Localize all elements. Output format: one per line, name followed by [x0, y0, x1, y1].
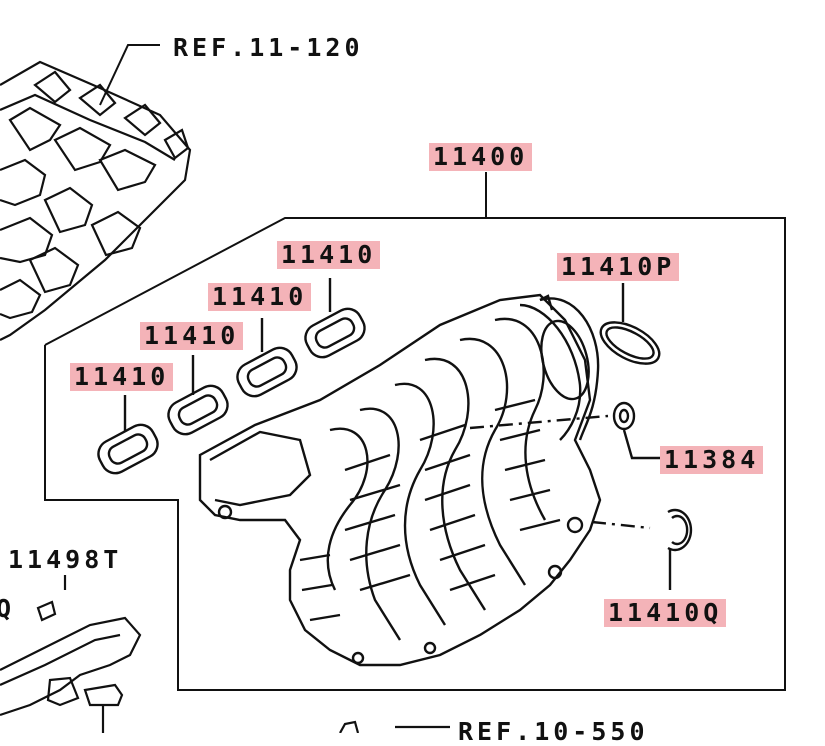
gasket-1-shape: [97, 423, 159, 475]
plug-shape: [469, 401, 660, 460]
assembly-frame: [44, 172, 786, 691]
part-label-11410Q[interactable]: 11410Q: [604, 599, 727, 627]
intake-manifold-drawing: [198, 293, 602, 667]
part-label-partial-q: Q: [0, 594, 16, 623]
gasket-3-shape: [236, 346, 298, 398]
part-label-11410-gasket-4[interactable]: 11410: [277, 241, 381, 269]
gasket-2-shape: [167, 384, 229, 436]
part-label-11384[interactable]: 11384: [660, 446, 764, 474]
gaskets: [97, 278, 366, 475]
cylinder-head-drawing: [0, 60, 192, 341]
part-label-11410-gasket-3[interactable]: 11410: [208, 283, 312, 311]
part-label-11410-gasket-1[interactable]: 11410: [70, 363, 174, 391]
part-label-11410P[interactable]: 11410P: [557, 253, 680, 281]
o-ring-p-shape: [599, 283, 661, 365]
part-label-11498T[interactable]: 11498T: [8, 545, 123, 574]
ref-bottom-label: REF.10-550: [458, 717, 649, 746]
o-ring-q-shape: [591, 508, 693, 590]
ref-top-label: REF.11-120: [173, 33, 364, 62]
part-label-11400[interactable]: 11400: [429, 143, 533, 171]
part-label-11410-gasket-2[interactable]: 11410: [140, 322, 244, 350]
gasket-4-shape: [304, 307, 366, 359]
ref-leader-top: [99, 44, 160, 106]
bracket-drawing: [0, 575, 450, 733]
